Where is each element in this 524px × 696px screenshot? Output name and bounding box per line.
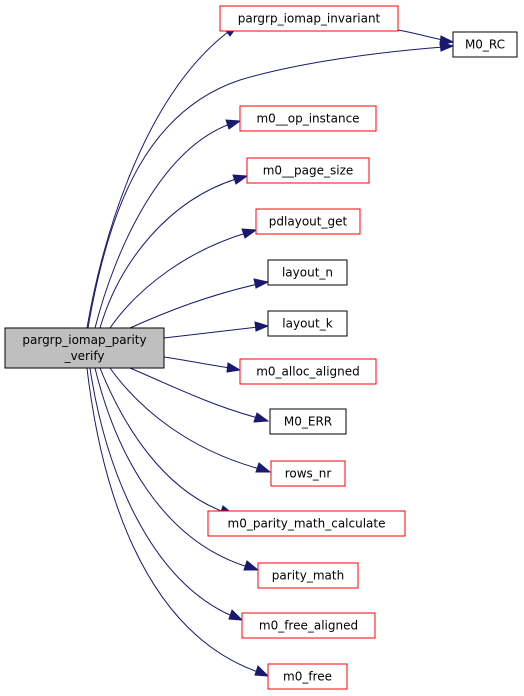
node-label: rows_nr [285, 467, 332, 481]
node-m0-err[interactable]: M0_ERR [269, 408, 347, 435]
node-label: m0_free [283, 670, 332, 684]
node-label: M0_RC [465, 38, 505, 52]
node-label: m0__page_size [263, 164, 354, 178]
edge-pargrp-iomap-invariant-to-m0-rc [397, 29, 455, 46]
edge-root-to-parity-math [94, 367, 260, 571]
edge-root-to-m0-free-aligned [89, 367, 244, 621]
node-m0-op-instance[interactable]: m0__op_instance [239, 105, 377, 132]
node-label: m0_parity_math_calculate [228, 517, 386, 531]
edge-root-to-m0-page-size [99, 174, 249, 329]
nodes-layer: pargrp_iomap_parity _verify pargrp_iomap… [4, 5, 518, 690]
edge-root-to-layout-n [129, 278, 270, 329]
root-node-label-line1: pargrp_iomap_parity [22, 333, 146, 347]
node-m0-parity-math-calculate[interactable]: m0_parity_math_calculate [207, 510, 406, 537]
edge-root-to-rows-nr [109, 367, 272, 473]
edge-root-to-m0-op-instance [94, 119, 242, 329]
node-label: M0_ERR [284, 415, 332, 429]
node-label: pdlayout_get [269, 215, 348, 229]
root-node-label-line2: _verify [64, 349, 105, 363]
node-layout-n[interactable]: layout_n [267, 259, 348, 286]
edge-root-to-layout-k [163, 321, 270, 339]
root-node-pargrp-iomap-parity-verify[interactable]: pargrp_iomap_parity _verify [4, 327, 165, 369]
edge-root-to-m0-err [129, 367, 270, 423]
node-label: layout_n [282, 266, 333, 280]
node-parity-math[interactable]: parity_math [257, 562, 359, 589]
node-m0-free-aligned[interactable]: m0_free_aligned [241, 612, 376, 639]
node-label: m0_free_aligned [259, 619, 358, 633]
node-m0-page-size[interactable]: m0__page_size [246, 157, 370, 184]
edge-root-to-pdlayout-get [109, 228, 258, 329]
node-m0-rc[interactable]: M0_RC [452, 31, 518, 58]
edge-root-to-m0-alloc-aligned [163, 356, 242, 373]
node-label: layout_k [282, 317, 332, 331]
node-rows-nr[interactable]: rows_nr [270, 460, 346, 487]
edge-root-to-pargrp-iomap-invariant [86, 24, 240, 329]
node-m0-alloc-aligned[interactable]: m0_alloc_aligned [239, 358, 377, 385]
node-label: m0__op_instance [256, 112, 359, 126]
node-m0-free[interactable]: m0_free [267, 663, 348, 690]
node-label: parity_math [272, 569, 344, 583]
node-pdlayout-get[interactable]: pdlayout_get [255, 208, 361, 235]
node-pargrp-iomap-invariant[interactable]: pargrp_iomap_invariant [219, 5, 399, 32]
node-label: m0_alloc_aligned [256, 365, 360, 379]
node-label: pargrp_iomap_invariant [238, 12, 381, 26]
node-layout-k[interactable]: layout_k [267, 310, 348, 337]
edge-root-to-m0-free [86, 367, 270, 677]
